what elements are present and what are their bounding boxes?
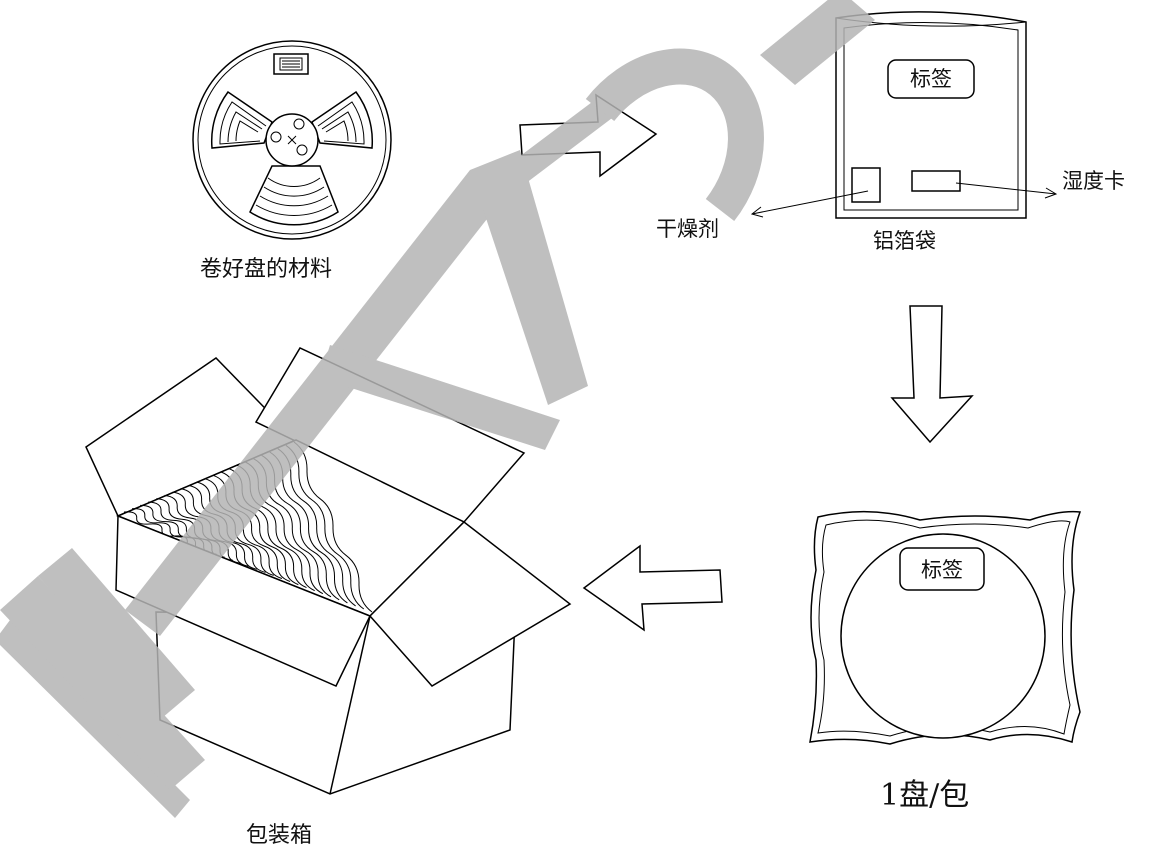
bag-label-box <box>887 59 975 99</box>
humidity-card-leader <box>955 182 1057 195</box>
reel-edge-wave <box>277 448 356 607</box>
humidity-card-label: 湿度卡 <box>1062 169 1125 193</box>
reel-label: 卷好盘的材料 <box>200 257 332 282</box>
arrow-down <box>890 305 974 444</box>
reel-window-bottom <box>249 165 339 226</box>
reel-edge-wave <box>293 441 373 613</box>
arrow-left <box>582 544 723 632</box>
desiccant-label: 干燥剂 <box>656 217 719 241</box>
bag-name-label: 铝箔袋 <box>873 229 936 253</box>
per-pack-label: 1盘/包 <box>880 778 969 813</box>
desiccant-leader <box>751 190 869 215</box>
carton-label: 包装箱 <box>246 823 312 848</box>
humidity-card <box>911 170 961 192</box>
pack-label-text: 标签 <box>921 558 963 582</box>
watermark <box>0 0 875 818</box>
bag-label-text: 标签 <box>910 67 952 91</box>
reel-edge-wave <box>285 444 365 610</box>
sealed-pack-illustration <box>809 510 1082 745</box>
reel-window-right <box>311 90 374 149</box>
reel-window-left <box>210 90 273 149</box>
reel-illustration <box>192 40 392 240</box>
carton-flap-front-right <box>368 521 572 687</box>
pack-label-box <box>899 547 985 591</box>
desiccant-packet <box>851 167 881 203</box>
